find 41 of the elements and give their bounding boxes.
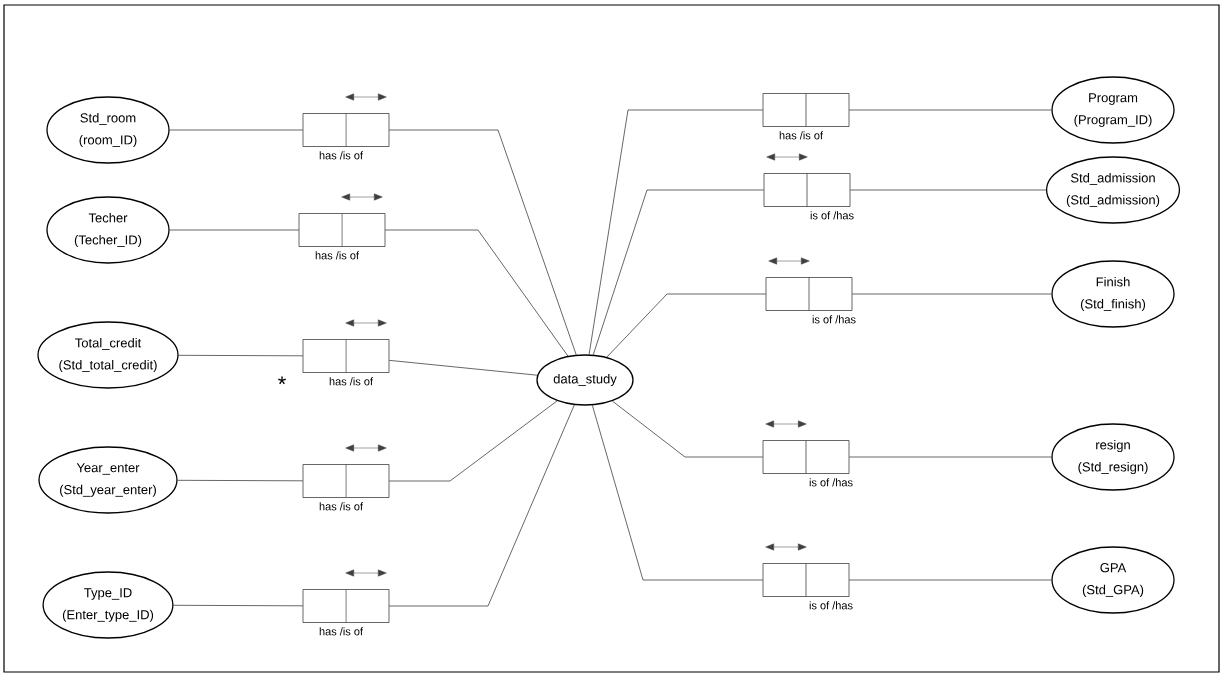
relationship-box — [762, 440, 850, 474]
role-label: is of /has — [810, 211, 854, 220]
connector-line — [849, 456, 1052, 458]
role-label: has /is of — [319, 151, 363, 160]
connector-line — [606, 293, 766, 358]
connector-line — [850, 189, 1047, 191]
relationship-box — [302, 589, 390, 623]
connector-line — [588, 109, 763, 355]
role-label: is of /has — [809, 601, 853, 610]
role-label: has /is of — [319, 627, 363, 636]
connector-line — [849, 579, 1052, 581]
connector-line — [389, 404, 575, 607]
role-label: is of /has — [812, 315, 856, 324]
connector-line — [592, 189, 764, 356]
asterisk-mark: * — [278, 376, 286, 385]
relationship-box — [302, 464, 390, 498]
relationship-box — [302, 339, 390, 373]
connector-line — [389, 129, 577, 356]
connector-line — [178, 355, 303, 357]
connector-line — [173, 605, 303, 607]
connector-line — [169, 229, 299, 231]
connector-line — [849, 109, 1052, 111]
connector-line — [389, 400, 558, 482]
relationship-box — [762, 93, 850, 127]
connector-line — [169, 129, 303, 131]
relationship-box — [762, 563, 850, 597]
connector-line — [612, 400, 763, 458]
connector-line — [177, 480, 303, 482]
role-label: has /is of — [315, 251, 359, 260]
relationship-box — [763, 173, 851, 207]
role-label: has /is of — [329, 377, 373, 386]
relationship-box — [765, 277, 853, 311]
connector-line — [852, 293, 1052, 295]
connector-line — [592, 405, 763, 581]
role-label: has /is of — [779, 131, 824, 140]
role-label: is of /has — [809, 478, 853, 487]
role-label: has /is of — [319, 502, 363, 511]
connector-line — [385, 229, 569, 357]
relationship-box — [298, 213, 386, 247]
connector-line — [389, 360, 538, 376]
relationship-box — [302, 113, 390, 147]
